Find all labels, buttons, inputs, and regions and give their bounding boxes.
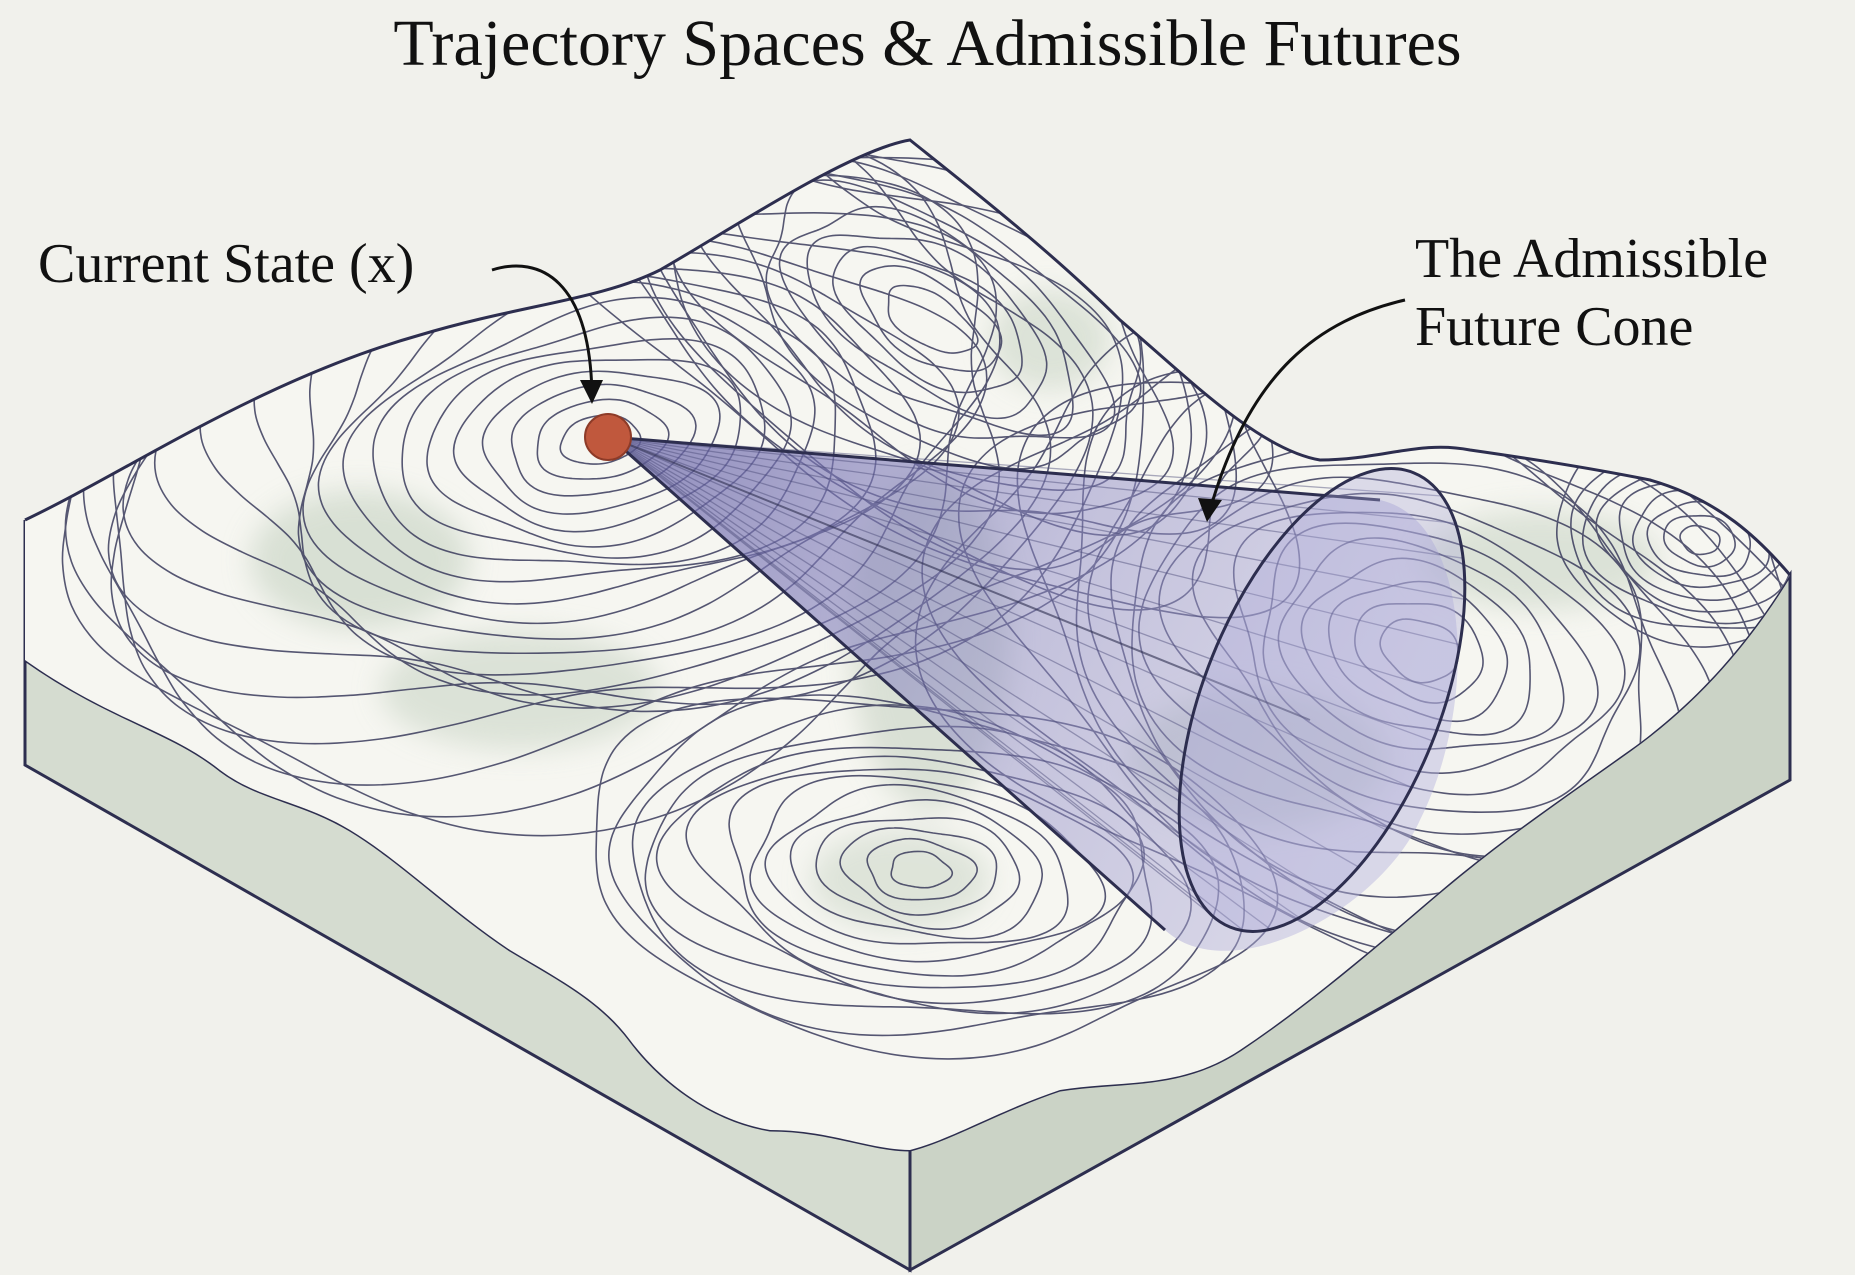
cone-streak [609, 436, 1460, 646]
cone-label-line-1: The Admissible [1415, 228, 1769, 290]
terrain-outline [24, 138, 1792, 576]
contour-ridge [832, 245, 1023, 394]
contour-ridge [859, 265, 1003, 373]
contour-hill-state [510, 383, 697, 497]
contour-basin [749, 774, 1107, 963]
cone-label: The Admissible Future Cone [1415, 225, 1768, 361]
cone-streak [609, 436, 1300, 919]
current-state-arrow [491, 264, 603, 404]
cone-streak [609, 436, 1387, 831]
cone-streak [609, 436, 1443, 497]
cone-surface-lines [609, 436, 1465, 932]
contour-hill-right [1663, 514, 1736, 568]
contour-hill-right [1679, 524, 1721, 556]
cone-edge-upper [609, 435, 1381, 502]
cone-streak [609, 436, 1330, 898]
contour-hill-state [481, 370, 721, 515]
contour-basin [866, 837, 978, 901]
cone-axis-line [609, 436, 1311, 721]
current-state-label: Current State (x) [38, 233, 415, 295]
cone-body [610, 437, 1458, 951]
cone-streak [609, 436, 1203, 905]
cone-base-ellipse [1177, 467, 1467, 933]
contour-basin [890, 850, 954, 889]
contour-ridge [765, 179, 1116, 439]
cone-streak [609, 436, 1271, 930]
admissible-future-cone [609, 435, 1467, 951]
contour-basin [789, 798, 1044, 940]
contour-basin [839, 827, 998, 916]
contour-hill-state [536, 398, 670, 480]
cone-streak [609, 436, 1433, 742]
contour-ridge [778, 205, 1074, 437]
contour-basin [815, 817, 1021, 931]
cone-streak [609, 436, 1465, 600]
cone-streak [609, 436, 1359, 868]
cone-label-arrow [1198, 298, 1406, 522]
cone-streak [609, 436, 1456, 524]
diagram-title: Trajectory Spaces & Admissible Futures [393, 7, 1462, 80]
cone-streak [609, 436, 1245, 932]
cone-streak [609, 436, 1464, 559]
contour-ridge [887, 284, 979, 354]
contour-basin [764, 783, 1069, 945]
current-state-point [584, 413, 632, 461]
cone-streak [609, 436, 1450, 694]
cone-edge-lower [609, 435, 1166, 932]
cone-streak [609, 436, 1222, 923]
contour-ridge [806, 234, 1048, 420]
cone-label-line-2: Future Cone [1415, 296, 1694, 358]
cone-streak [609, 436, 1412, 788]
